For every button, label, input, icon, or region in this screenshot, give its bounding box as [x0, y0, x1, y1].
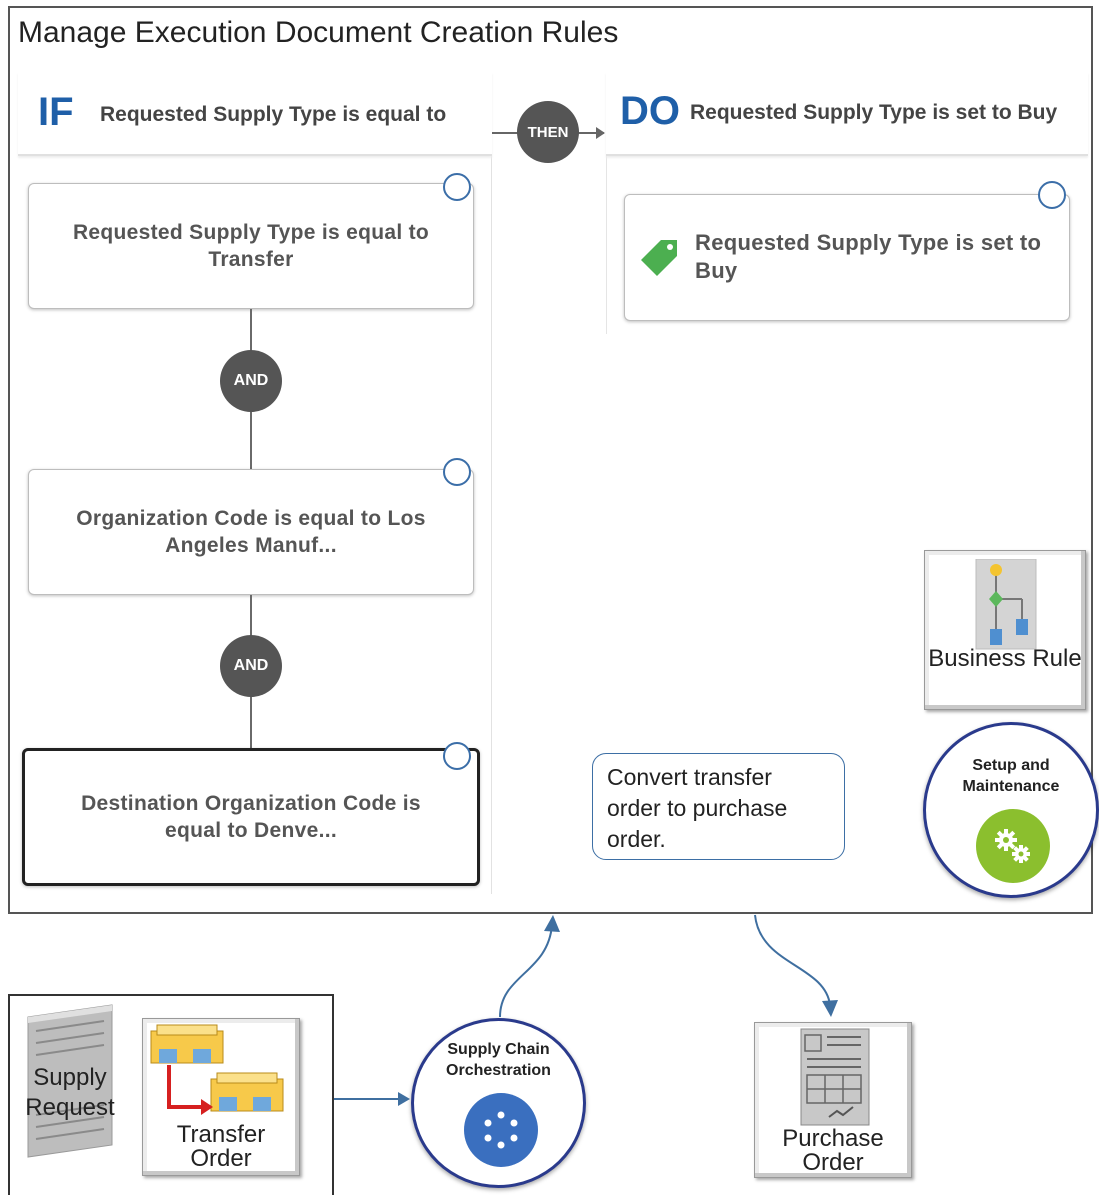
setup-and-maintenance-node: Setup and Maintenance	[923, 722, 1099, 898]
condition-text-3: Destination Organization Code is equal t…	[81, 792, 421, 842]
do-header: DO Requested Supply Type is set to Buy	[606, 72, 1088, 156]
transfer-order-box: Transfer Order	[142, 1018, 300, 1176]
purchase-order-box: Purchase Order	[754, 1022, 912, 1178]
supply-chain-orchestration-label: Supply Chain Orchestration	[446, 1041, 551, 1079]
then-connector: THEN	[517, 101, 579, 163]
supply-chain-orchestration-node: Supply Chain Orchestration	[411, 1018, 586, 1188]
bottom-left-frame	[8, 994, 334, 1195]
if-panel	[18, 72, 492, 894]
purchase-order-document-icon	[800, 1028, 870, 1126]
setup-and-maintenance-label: Setup and Maintenance	[962, 757, 1060, 795]
purchase-order-label: Purchase Order	[782, 1125, 884, 1176]
gears-icon	[976, 809, 1050, 883]
business-rule-box: Business Rule	[924, 550, 1086, 710]
supply-request-icon	[27, 1004, 113, 1158]
if-header: IF Requested Supply Type is equal to	[18, 72, 492, 156]
arrow-to-orchestration	[334, 1098, 406, 1100]
condition-card-3[interactable]: Destination Organization Code is equal t…	[22, 748, 480, 886]
transfer-order-label: Transfer Order	[176, 1121, 266, 1172]
tag-icon	[641, 240, 677, 276]
and-connector-1: AND	[220, 350, 282, 412]
do-panel-border	[606, 72, 607, 334]
arrowhead-to-orchestration	[398, 1092, 410, 1106]
condition-card-2[interactable]: Organization Code is equal to Los Angele…	[28, 469, 474, 595]
condition-text-1: Requested Supply Type is equal to Transf…	[72, 221, 430, 271]
action-card[interactable]: Requested Supply Type is set to Buy	[624, 194, 1070, 321]
condition-3-select-handle[interactable]	[443, 742, 471, 770]
condition-2-select-handle[interactable]	[443, 458, 471, 486]
if-keyword: IF	[38, 90, 74, 134]
and-connector-2: AND	[220, 635, 282, 697]
business-rule-icon	[975, 559, 1037, 650]
action-select-handle[interactable]	[1038, 181, 1066, 209]
then-arrowhead	[596, 127, 605, 139]
process-flow-arrows	[499, 914, 838, 1018]
action-text: Requested Supply Type is set to Buy	[695, 230, 1042, 283]
do-keyword: DO	[620, 89, 680, 133]
business-rule-label: Business Rule	[928, 645, 1082, 672]
page-title: Manage Execution Document Creation Rules	[18, 16, 619, 49]
condition-text-2: Organization Code is equal to Los Angele…	[76, 507, 426, 557]
condition-1-select-handle[interactable]	[443, 173, 471, 201]
orchestration-icon	[464, 1093, 538, 1167]
callout-note: Convert transfer order to purchase order…	[592, 753, 845, 860]
supply-request-label: Supply Request	[25, 1064, 115, 1121]
if-header-text: Requested Supply Type is equal to	[100, 103, 447, 126]
condition-card-1[interactable]: Requested Supply Type is equal to Transf…	[28, 183, 474, 309]
transfer-warehouse-icon	[150, 1024, 284, 1115]
do-header-text: Requested Supply Type is set to Buy	[690, 101, 1058, 124]
